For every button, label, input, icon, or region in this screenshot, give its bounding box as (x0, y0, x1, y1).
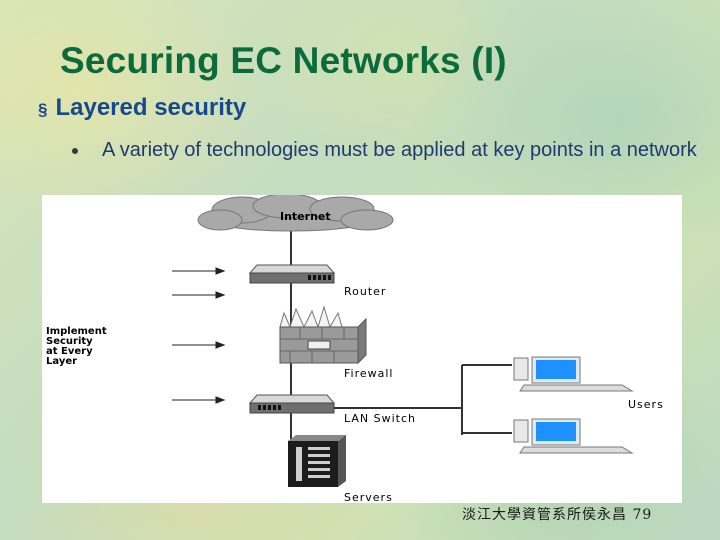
firewall-icon (279, 305, 367, 365)
lan-switch-label: LAN Switch (344, 412, 416, 425)
network-diagram-graphic (172, 195, 634, 487)
network-diagram: Internet Router Firewall LAN Switch Serv… (42, 195, 682, 504)
side-label-line: Layer (46, 356, 78, 367)
internet-cloud-icon (197, 195, 394, 232)
slide-title: Securing EC Networks (I) (60, 40, 507, 81)
footer-credit: 淡江大學資管系所侯永昌 79 (462, 507, 653, 523)
bullet-level2-text: A variety of technologies must be applie… (102, 139, 697, 161)
user-computer-icon (513, 418, 634, 454)
side-label-line: Implement (46, 326, 107, 337)
router-icon (248, 264, 336, 284)
implement-security-label: Implement Security at Every Layer (46, 327, 107, 367)
users-label: Users (628, 398, 664, 411)
lan-switch-icon (248, 394, 336, 414)
firewall-label: Firewall (344, 367, 394, 380)
bullet-level1: § Layered security (38, 94, 246, 122)
user-computer-icon (513, 356, 634, 392)
section-bullet-icon: § (38, 100, 48, 119)
bullet-level1-text: Layered security (55, 94, 247, 121)
side-label-line: at Every (46, 346, 93, 357)
servers-label: Servers (344, 491, 393, 504)
side-label-line: Security (46, 336, 93, 347)
router-label: Router (344, 285, 387, 298)
dot-bullet-icon (72, 148, 78, 154)
internet-label: Internet (280, 210, 331, 223)
layer-arrows (172, 267, 226, 404)
bullet-level2: A variety of technologies must be applie… (72, 138, 702, 163)
server-icon (288, 435, 346, 487)
